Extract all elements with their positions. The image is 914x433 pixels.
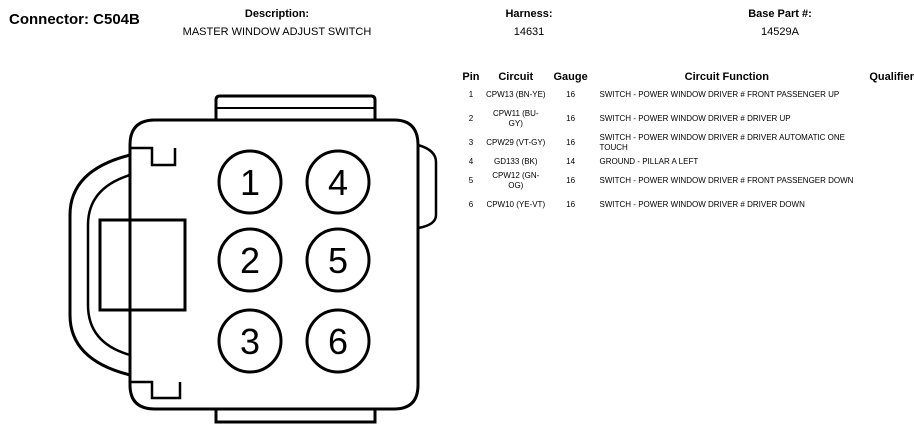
- base-part-label: Base Part #:: [748, 8, 812, 20]
- pin-cell: 1: [468, 90, 474, 99]
- pin-cell: 6: [468, 200, 474, 209]
- function-cell: GROUND - PILLAR A LEFT: [599, 157, 699, 166]
- qualifier-cell: [854, 169, 914, 193]
- pin-cavity-label-3: 3: [240, 321, 260, 362]
- table-row: 1 CPW13 (BN-YE) 16 SWITCH - POWER WINDOW…: [456, 83, 914, 107]
- pin-cavity-1: [217, 149, 283, 215]
- left-inner-rib: [86, 173, 131, 357]
- table-row: 5 CPW12 (GN-OG) 16 SWITCH - POWER WINDOW…: [456, 169, 914, 193]
- harness-label: Harness:: [505, 8, 553, 20]
- pin-cavity-label-1: 1: [240, 162, 260, 203]
- gauge-cell: 16: [566, 114, 576, 123]
- top-left-notch: [130, 146, 177, 167]
- qualifier-cell: [854, 193, 914, 217]
- circuit-cell: CPW12 (GN-OG): [492, 171, 540, 190]
- pin-cell: 3: [468, 138, 474, 147]
- base-part-value: 14529A: [761, 26, 799, 38]
- circuit-cell: CPW11 (BU-GY): [492, 109, 539, 128]
- pin-cavity-4: [305, 149, 371, 215]
- table-row: 2 CPW11 (BU-GY) 16 SWITCH - POWER WINDOW…: [456, 107, 914, 131]
- table-row: 4 GD133 (BK) 14 GROUND - PILLAR A LEFT: [456, 155, 914, 169]
- qualifier-cell: [854, 131, 914, 155]
- gauge-cell: 16: [566, 176, 576, 185]
- function-cell: SWITCH - POWER WINDOW DRIVER # FRONT PAS…: [599, 176, 854, 185]
- qualifier-header: Qualifier: [869, 71, 914, 83]
- description-value: MASTER WINDOW ADJUST SWITCH: [182, 26, 372, 38]
- bottom-latch-tab: [214, 408, 377, 424]
- pin-cavity-label-2: 2: [240, 240, 260, 281]
- pin-cell: 5: [468, 176, 474, 185]
- gauge-cell: 16: [566, 200, 576, 209]
- circuit-cell: CPW29 (VT-GY): [486, 138, 546, 147]
- pin-cavity-2: [217, 227, 283, 293]
- gauge-cell: 14: [566, 157, 576, 166]
- pin-cavity-label-5: 5: [328, 240, 348, 281]
- pin-cell: 4: [468, 157, 474, 166]
- connector-body: [128, 118, 420, 411]
- right-side-tab: [417, 143, 438, 230]
- table-header-row: Pin Circuit Gauge Circuit Function Quali…: [456, 68, 914, 83]
- table-row: 3 CPW29 (VT-GY) 16 SWITCH - POWER WINDOW…: [456, 131, 914, 155]
- left-outer-rib: [68, 153, 131, 377]
- pin-cavity-3: [217, 308, 283, 374]
- harness-value: 14631: [513, 26, 545, 38]
- function-cell: SWITCH - POWER WINDOW DRIVER # DRIVER DO…: [599, 200, 805, 209]
- description-label: Description:: [244, 8, 310, 20]
- circuit-cell: CPW13 (BN-YE): [486, 90, 546, 99]
- circuit-cell: CPW10 (YE-VT): [486, 200, 546, 209]
- top-latch-tab: [214, 94, 377, 120]
- left-lock-block: [98, 218, 187, 312]
- pin-cavity-label-4: 4: [328, 162, 348, 203]
- function-header: Circuit Function: [684, 71, 769, 83]
- gauge-header: Gauge: [553, 71, 588, 83]
- pin-cell: 2: [468, 114, 474, 123]
- pin-header: Pin: [462, 71, 480, 83]
- function-cell: SWITCH - POWER WINDOW DRIVER # DRIVER UP: [599, 114, 791, 123]
- pin-table: Pin Circuit Gauge Circuit Function Quali…: [456, 68, 914, 217]
- qualifier-cell: [854, 107, 914, 131]
- function-cell: SWITCH - POWER WINDOW DRIVER # FRONT PAS…: [599, 90, 840, 99]
- gauge-cell: 16: [566, 138, 576, 147]
- pin-cavity-5: [305, 227, 371, 293]
- qualifier-cell: [854, 83, 914, 107]
- pin-cavity-label-6: 6: [328, 321, 348, 362]
- gauge-cell: 16: [566, 90, 576, 99]
- table-row: 6 CPW10 (YE-VT) 16 SWITCH - POWER WINDOW…: [456, 193, 914, 217]
- circuit-cell: GD133 (BK): [493, 157, 538, 166]
- qualifier-cell: [854, 155, 914, 169]
- bottom-left-notch: [130, 380, 182, 400]
- function-cell: SWITCH - POWER WINDOW DRIVER # DRIVER AU…: [599, 133, 846, 152]
- connector-face-diagram: 1 2 3 4 5 6: [68, 94, 438, 424]
- pin-cavity-6: [305, 308, 371, 374]
- connector-title: Connector: C504B: [9, 11, 140, 28]
- circuit-header: Circuit: [498, 71, 534, 83]
